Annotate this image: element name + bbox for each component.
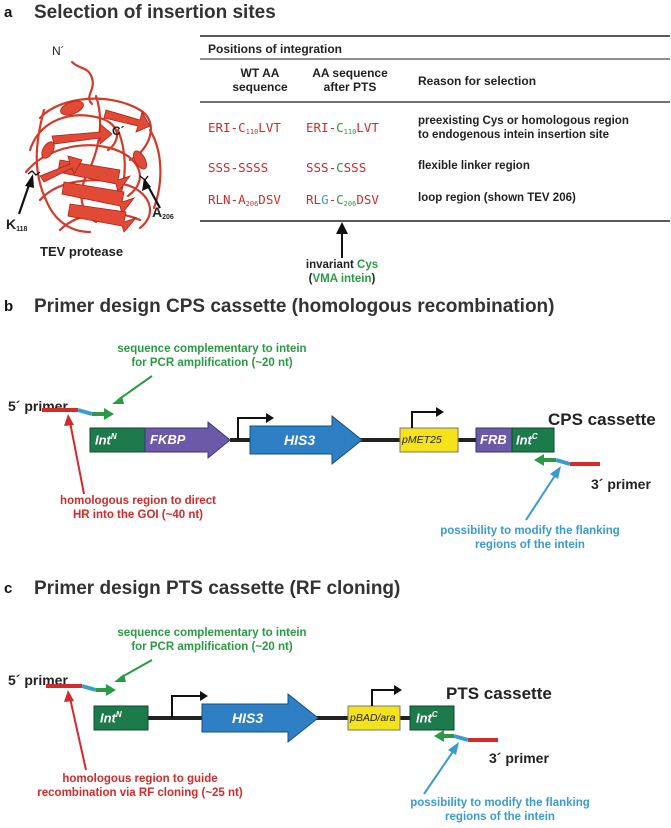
row2-pts-sequence: SSS-CSSS: [306, 160, 367, 175]
row3-pts-sequence: RLG-C206DSV: [306, 192, 379, 208]
panel-b-letter: b: [4, 298, 14, 315]
panel-c-int-n-label: IntN: [100, 710, 122, 726]
panel-c-promoter1-icon: [171, 695, 202, 718]
panel-b-promoter1-icon: [237, 417, 268, 440]
table-title: Positions of integration: [208, 42, 342, 56]
panel-b-fkbp-label: FKBP: [150, 432, 186, 447]
panel-b-promoter2-icon: [411, 411, 438, 428]
k118-arrow-icon: [17, 181, 32, 215]
panel-c-title: Primer design PTS cassette (RF cloning): [34, 578, 401, 599]
panel-b-pmet25-label: pMET25: [402, 434, 442, 446]
n-terminus-label: N´: [52, 44, 65, 58]
panel-a-title: Selection of insertion sites: [34, 2, 276, 23]
panel-a-letter: a: [4, 4, 13, 21]
k118-label: K118: [6, 216, 28, 233]
panel-c-cassette-label: PTS cassette: [446, 684, 552, 703]
a206-label: A206: [152, 204, 174, 221]
col-header-reason: Reason for selection: [418, 74, 537, 88]
panel-b-3-primer-label: 3´ primer: [591, 476, 651, 492]
row2-wt-sequence: SSS-SSSS: [208, 160, 269, 175]
row2-reason: flexible linker region: [418, 160, 530, 172]
row1-pts-sequence: ERI-C110LVT: [306, 120, 379, 136]
panel-b-int-n-label: IntN: [95, 432, 117, 448]
panel-b-int-c-label: IntC: [516, 432, 538, 448]
panel-b-cassette-label: CPS cassette: [548, 410, 656, 429]
panel-c-his3-label: HIS3: [232, 710, 264, 726]
panel-b-frb-label: FRB: [480, 432, 507, 447]
panel-c-pbad-label: pBAD/ara: [350, 712, 396, 724]
tev-caption: TEV protease: [40, 244, 124, 259]
panel-b-5-primer-label: 5´ primer: [8, 398, 68, 414]
row3-wt-sequence: RLN-A206DSV: [208, 192, 281, 208]
invariant-cys-caption: invariant Cys (VMA intein): [305, 259, 379, 285]
panel-b-title: Primer design CPS cassette (homologous r…: [34, 296, 555, 317]
panel-c-letter: c: [4, 580, 13, 597]
panel-b-his3-label: HIS3: [284, 432, 316, 448]
c-terminus-label: C´: [112, 124, 125, 138]
row3-reason: loop region (shown TEV 206): [418, 192, 576, 204]
panel-c-5-primer-label: 5´ primer: [8, 672, 68, 688]
panel-c-3-primer-label: 3´ primer: [489, 750, 549, 766]
panel-c-promoter2-icon: [371, 689, 396, 706]
panel-c-int-c-label: IntC: [416, 710, 438, 726]
row1-wt-sequence: ERI-C110LVT: [208, 120, 281, 136]
